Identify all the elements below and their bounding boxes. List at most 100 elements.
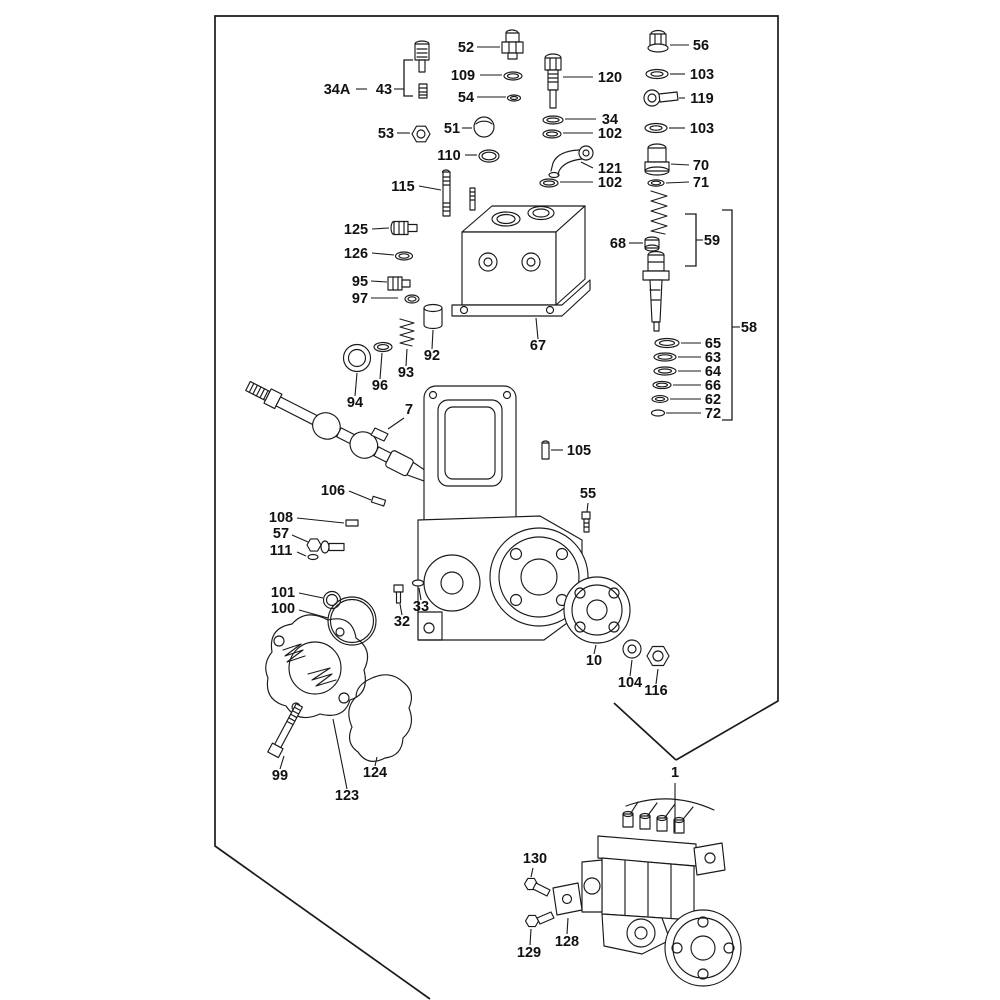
part-number-70: 70 (693, 158, 709, 174)
part-washer-54 (506, 94, 522, 102)
part-number-95: 95 (352, 274, 368, 290)
assembled-pump-overview (581, 798, 742, 987)
part-number-66: 66 (705, 378, 721, 394)
part-ring-62 (651, 395, 669, 403)
part-number-52: 52 (458, 40, 474, 56)
part-bolt-57 (306, 538, 345, 554)
part-number-124: 124 (363, 765, 387, 781)
part-pin-108 (345, 519, 359, 527)
part-stud-115 (441, 169, 451, 217)
part-number-103: 103 (690, 121, 714, 137)
part-oring-110 (478, 149, 500, 163)
part-number-96: 96 (372, 378, 388, 394)
part-woodruff-key-7 (370, 427, 389, 442)
part-number-111: 111 (270, 543, 293, 559)
leader-line-93 (405, 348, 408, 367)
part-number-68: 68 (610, 236, 626, 252)
bracket-group-59 (685, 213, 697, 267)
leader-line-130 (530, 867, 534, 878)
exploded-parts-drawing (245, 29, 742, 987)
part-number-109: 109 (451, 68, 475, 84)
part-oring-102-upper (542, 129, 562, 139)
part-number-106: 106 (321, 483, 345, 499)
part-cap-nut-56 (647, 29, 669, 53)
part-banjo-fitting-52 (501, 29, 524, 60)
part-number-104: 104 (618, 675, 642, 691)
part-number-34: 34 (602, 112, 618, 128)
part-bolt-129 (524, 911, 555, 928)
part-number-128: 128 (555, 934, 579, 950)
part-number-94: 94 (347, 395, 363, 411)
part-washer-111 (307, 553, 319, 561)
part-washer-97 (404, 294, 420, 304)
part-coupling-flange-10 (563, 576, 631, 644)
part-washer-65 (654, 337, 680, 349)
leader-line-55 (586, 502, 589, 513)
part-nut-53 (411, 125, 431, 143)
part-number-58: 58 (741, 320, 757, 336)
part-number-93: 93 (398, 365, 414, 381)
part-number-56: 56 (693, 38, 709, 54)
part-number-32: 32 (394, 614, 410, 630)
part-plug-94 (342, 343, 372, 373)
leader-line-33 (418, 587, 422, 601)
part-number-121: 121 (598, 161, 622, 177)
part-pump-head-67 (451, 205, 591, 317)
part-number-53: 53 (378, 126, 394, 142)
part-stud-secondary (469, 187, 476, 211)
part-number-105: 105 (567, 443, 591, 459)
detail-frame-layer (214, 15, 779, 1000)
part-number-10: 10 (586, 653, 602, 669)
part-bolt-55 (581, 511, 591, 533)
leader-line-7 (387, 417, 405, 430)
part-number-7: 7 (405, 402, 413, 418)
part-number-65: 65 (705, 336, 721, 352)
part-number-115: 115 (391, 179, 414, 195)
part-number-62: 62 (705, 392, 721, 408)
leader-line-71 (665, 181, 690, 184)
part-number-54: 54 (458, 90, 474, 106)
part-number-97: 97 (352, 291, 368, 307)
part-delivery-holder-70 (644, 143, 670, 176)
part-elbow-pipe-121 (548, 145, 594, 179)
part-joint-125 (390, 220, 418, 236)
leader-line-128 (566, 917, 569, 935)
part-number-129: 129 (517, 945, 541, 961)
part-oring-109 (503, 71, 523, 81)
part-number-67: 67 (530, 338, 546, 354)
leader-line-92 (431, 329, 434, 350)
part-ring-72 (650, 409, 666, 417)
part-pump-body (417, 385, 589, 641)
part-number-119: 119 (690, 91, 713, 107)
part-camshaft (245, 380, 434, 484)
leader-line-94 (354, 372, 358, 397)
part-number-101: 101 (271, 585, 295, 601)
part-oring-100 (327, 596, 377, 646)
part-tappet-92 (423, 303, 443, 330)
part-bolt-99 (267, 703, 304, 759)
part-number-72: 72 (705, 406, 721, 422)
detail-view-frame (214, 15, 779, 1000)
part-washer-103-upper (645, 68, 669, 80)
leader-line-32 (399, 603, 403, 616)
part-bolt-130 (523, 877, 551, 897)
leader-line-10 (593, 644, 597, 655)
part-washer-103-lower (644, 122, 668, 134)
part-number-116: 116 (644, 683, 667, 699)
part-number-63: 63 (705, 350, 721, 366)
part-number-102: 102 (598, 175, 622, 191)
part-number-125: 125 (344, 222, 368, 238)
detail-view-pointer (613, 702, 677, 761)
part-ring-71 (647, 179, 665, 187)
leader-line-104 (629, 659, 633, 677)
leader-line-99 (279, 755, 285, 770)
leader-line-123 (332, 718, 348, 790)
leader-line-57 (291, 534, 309, 543)
leader-line-106 (348, 490, 372, 501)
part-washer-104 (622, 639, 642, 659)
leader-line-101 (298, 592, 324, 599)
part-oring-101 (322, 590, 342, 610)
part-number-126: 126 (344, 246, 368, 262)
part-overflow-valve-120 (544, 53, 562, 109)
